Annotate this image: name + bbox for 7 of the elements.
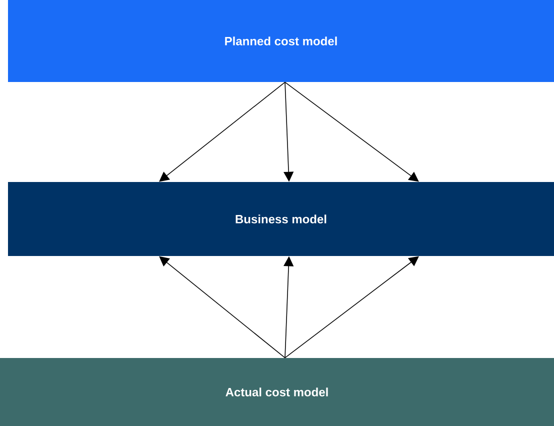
arrow	[284, 256, 419, 358]
arrow	[159, 82, 286, 182]
model-box: Planned cost model	[8, 0, 554, 82]
model-box: Business model	[8, 182, 554, 256]
model-box: Actual cost model	[0, 358, 554, 426]
arrow	[284, 82, 419, 182]
arrow	[159, 256, 286, 358]
